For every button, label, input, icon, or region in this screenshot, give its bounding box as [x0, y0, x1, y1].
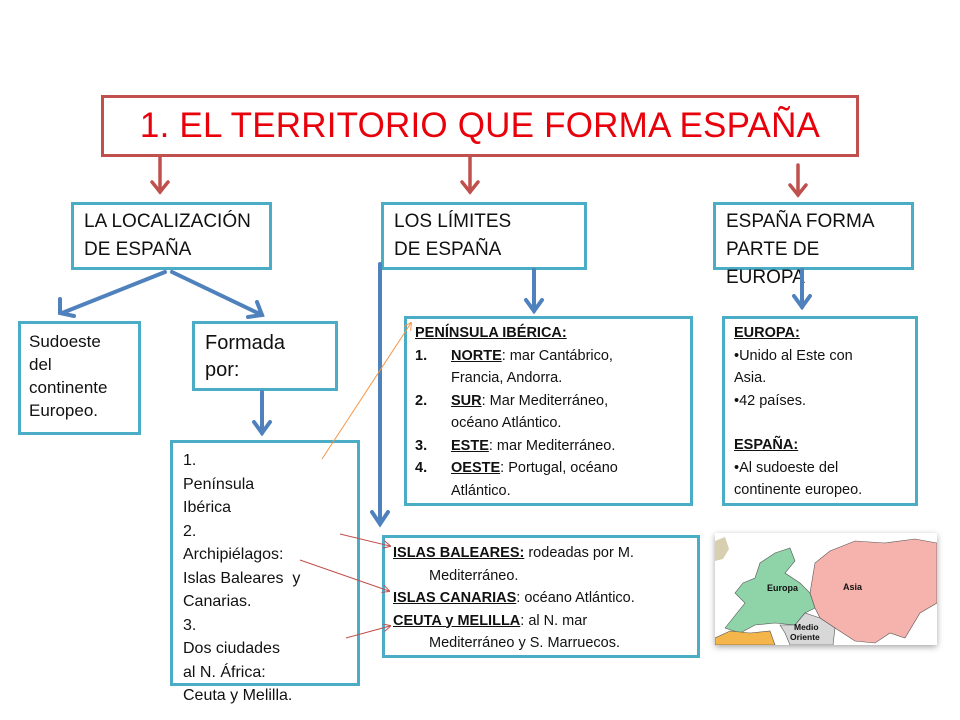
europe-asia-map: Europa Asia Medio Oriente — [715, 533, 937, 645]
formada-label: Formada — [205, 332, 286, 354]
europa-heading-1: ESPAÑA FORMA — [726, 211, 875, 232]
list-number: 3. — [415, 437, 428, 454]
europa-heading-2: PARTE DE EUROPA — [726, 239, 820, 288]
limit-key: ESTE — [451, 437, 489, 454]
islas-box: ISLAS BALEARES: rodeadas por M. Mediterr… — [382, 535, 700, 658]
map-label-oriente: Oriente — [790, 632, 820, 642]
list-item: 2. Archipiélagos: Islas Baleares y Canaria… — [183, 520, 349, 614]
sudoeste-line: del — [29, 355, 52, 374]
list-item: 3. Dos ciudades al N. África: Ceuta y Meli… — [183, 614, 349, 708]
limit-item: 3. ESTE: mar Mediterráneo. — [415, 435, 682, 458]
map-label-medio: Medio — [794, 622, 819, 632]
baleares-text-cont: Mediterráneo. — [429, 567, 519, 584]
europa-box: EUROPA: •Unido al Este con Asia. •42 paí… — [722, 316, 918, 506]
canarias-text: : océano Atlántico. — [516, 590, 635, 606]
list-text: Canarias. — [183, 593, 252, 610]
formada-label-2: por: — [205, 359, 240, 381]
baleares-key: ISLAS BALEARES: — [393, 545, 525, 561]
europa-bullet-cont: Asia. — [734, 370, 767, 386]
limit-text: : Portugal, océano — [500, 460, 618, 476]
list-text: Ceuta y Melilla. — [183, 687, 293, 704]
limit-text-cont: Atlántico. — [451, 482, 511, 499]
europa-bullet: •42 países. — [734, 392, 806, 409]
limit-key: SUR — [451, 392, 482, 409]
limit-item: 2. SUR: Mar Mediterráneo, océano Atlántico… — [415, 390, 682, 435]
list-number: 1. — [183, 452, 197, 469]
peninsula-box: PENÍNSULA IBÉRICA: 1. NORTE: mar Cantábri… — [404, 316, 693, 506]
sudoeste-line: Europeo. — [29, 401, 98, 420]
list-text: Dos ciudades — [183, 640, 280, 657]
limit-key: NORTE — [451, 347, 502, 364]
title-box: 1. EL TERRITORIO QUE FORMA ESPAÑA — [101, 95, 859, 157]
europa-title: EUROPA: — [734, 325, 800, 341]
localizacion-box: LA LOCALIZACIÓN DE ESPAÑA — [71, 202, 272, 270]
espana-title: ESPAÑA: — [734, 437, 799, 453]
list-text: Islas Baleares y — [183, 569, 301, 587]
espana-bullet: •Al sudoeste del — [734, 459, 839, 476]
europa-bullet: •Unido al Este con — [734, 347, 853, 364]
map-label-asia: Asia — [843, 582, 863, 592]
list-number: 3. — [183, 616, 197, 634]
list-number: 4. — [415, 460, 428, 476]
map-label-europa: Europa — [767, 583, 799, 593]
localizacion-heading-1: LA LOCALIZACIÓN — [84, 211, 251, 232]
page-title: 1. EL TERRITORIO QUE FORMA ESPAÑA — [139, 106, 821, 145]
list-number: 1. — [415, 347, 428, 364]
peninsula-title: PENÍNSULA IBÉRICA: — [415, 325, 567, 341]
limit-text-cont: océano Atlántico. — [451, 415, 562, 431]
sudoeste-line: Sudoeste — [29, 332, 101, 351]
limit-text: : mar Cantábrico, — [501, 347, 613, 364]
limites-heading-2: DE ESPAÑA — [394, 239, 502, 260]
europa-heading-box: ESPAÑA FORMA PARTE DE EUROPA — [713, 202, 914, 288]
sudoeste-box: Sudoeste del continente Europeo. — [18, 321, 141, 435]
limit-item: 1. NORTE: mar Cantábrico, Francia, Andorra… — [415, 345, 682, 390]
spacer — [734, 412, 906, 434]
list-text: al N. África: — [183, 663, 266, 681]
list-text: Archipiélagos: — [183, 546, 284, 563]
limites-heading-1: LOS LÍMITES — [394, 211, 512, 232]
limit-text: : mar Mediterráneo. — [488, 437, 616, 454]
limites-box: LOS LÍMITES DE ESPAÑA — [381, 202, 587, 270]
ceuta-text: : al N. mar — [520, 612, 588, 629]
red-arrows — [150, 155, 808, 198]
ceuta-key: CEUTA y MELILLA — [393, 612, 521, 629]
ceuta-text-cont: Mediterráneo y S. Marruecos. — [429, 635, 620, 651]
canarias-key: ISLAS CANARIAS — [393, 590, 517, 606]
sudoeste-line: continente — [29, 378, 108, 397]
limit-key: OESTE — [451, 460, 501, 476]
map-graphic: Europa Asia Medio Oriente — [715, 533, 937, 645]
baleares-text: rodeadas por M. — [524, 545, 634, 561]
limit-text-cont: Francia, Andorra. — [451, 370, 563, 386]
list-number: 2. — [415, 392, 428, 409]
localizacion-heading-2: DE ESPAÑA — [84, 239, 192, 260]
limit-text: : Mar Mediterráneo, — [481, 392, 609, 409]
list-text: Ibérica — [183, 499, 232, 516]
formada-box: Formada por: — [192, 321, 338, 391]
espana-bullet-cont: continente europeo. — [734, 482, 863, 498]
list-number: 2. — [183, 522, 197, 540]
list-text: Península — [183, 475, 255, 493]
